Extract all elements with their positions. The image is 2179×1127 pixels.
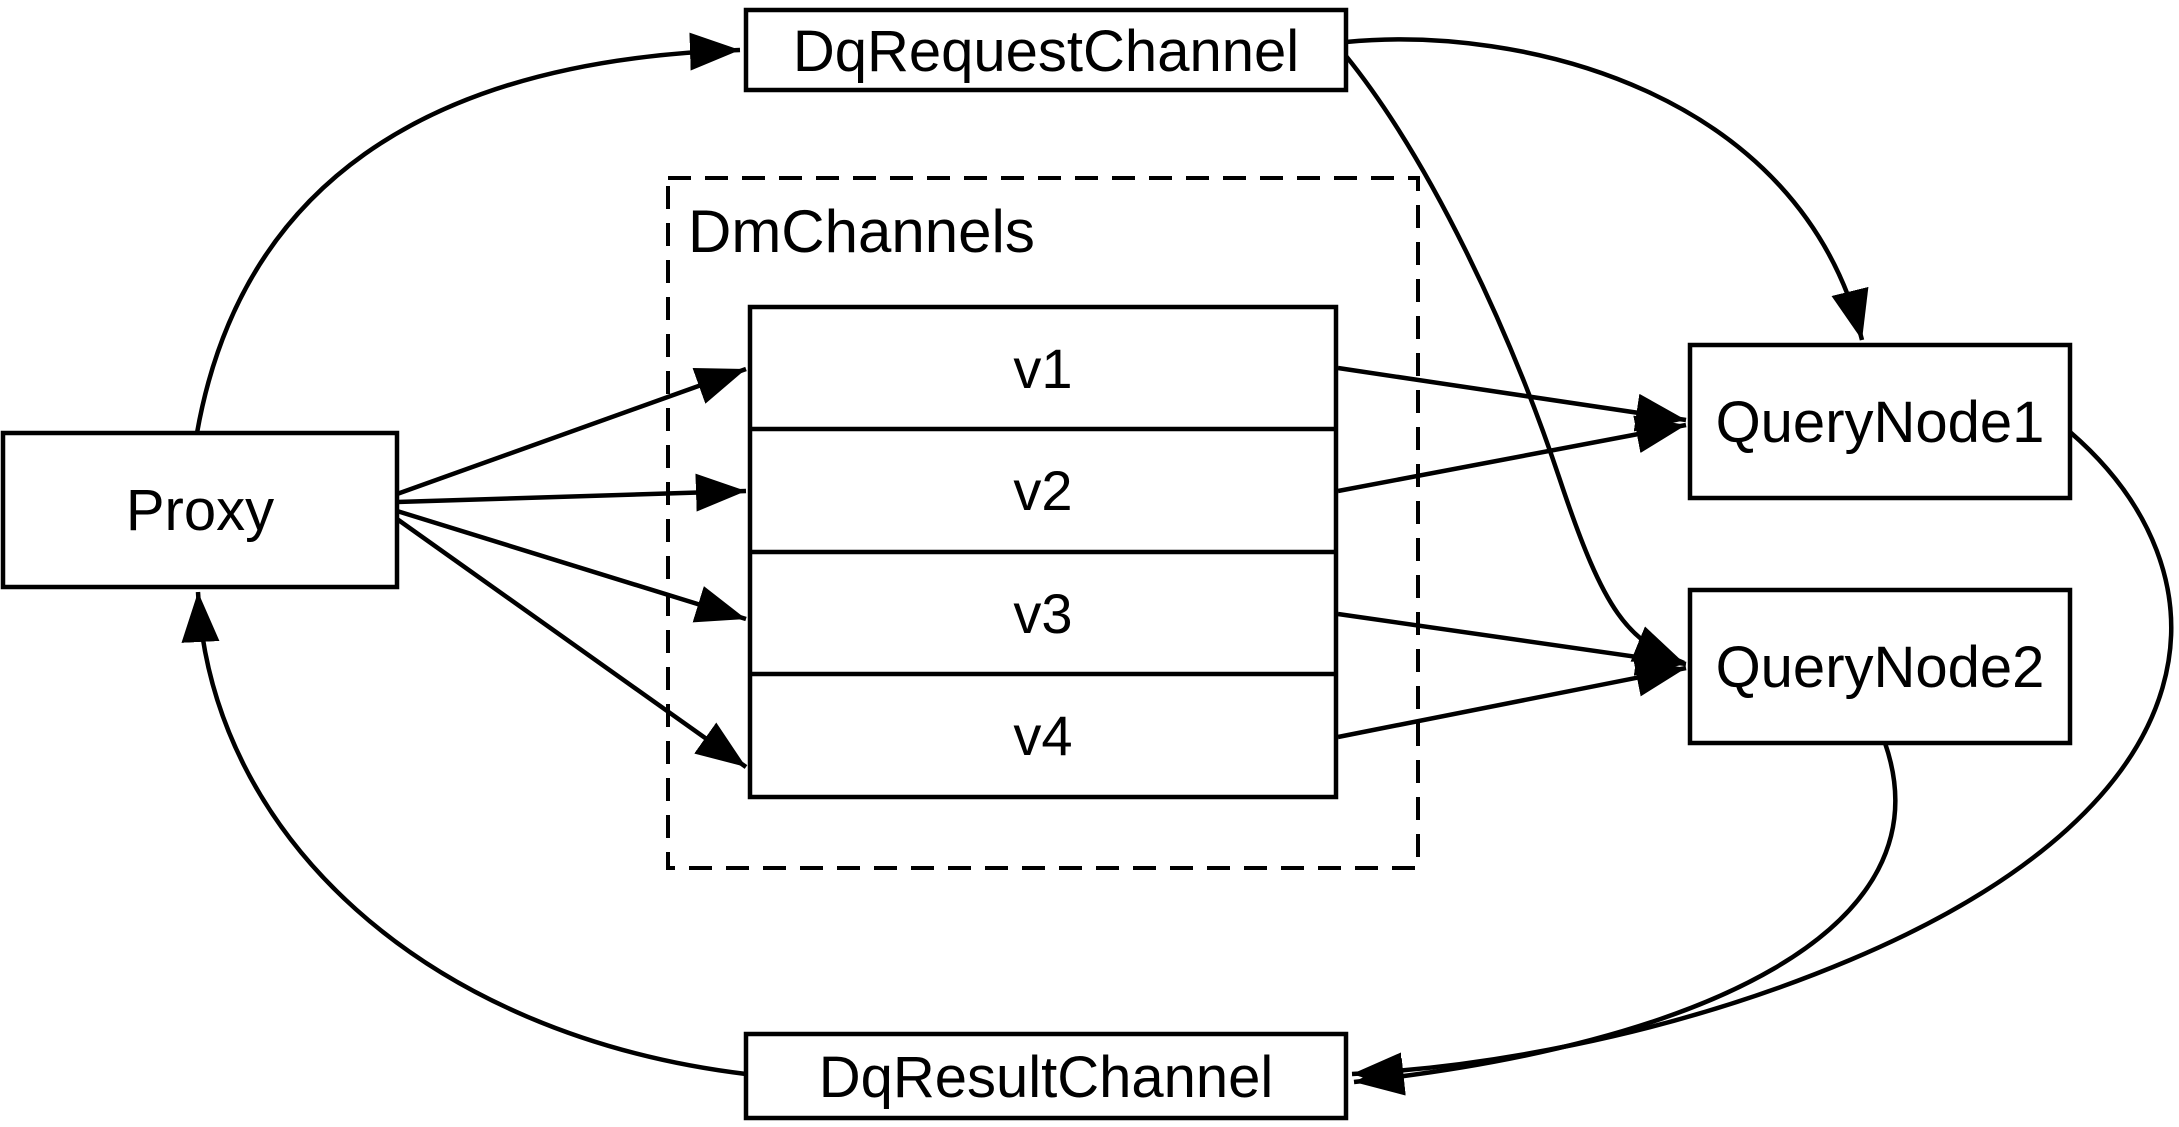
channel-v2-label: v2	[1013, 459, 1072, 522]
edge-proxy-to-v3	[396, 508, 747, 623]
edge-proxy-to-dqrequestchannel	[194, 32, 741, 434]
dmchannels-label: DmChannels	[688, 198, 1035, 265]
edge-v3-to-querynode2	[1337, 611, 1687, 676]
dqresultchannel-label: DqResultChannel	[819, 1045, 1274, 1110]
edge-dqrequestchannel-to-querynode1	[1345, 37, 1869, 341]
node-querynode2: QueryNode2	[1687, 587, 2073, 746]
querynode2-label: QueryNode2	[1716, 635, 2045, 700]
edge-dqrequestchannel-to-querynode2	[1344, 54, 1685, 666]
querynode1-label: QueryNode1	[1716, 390, 2045, 455]
proxy-box	[0, 430, 400, 590]
dqresultchannel-box	[743, 1031, 1349, 1121]
node-proxy: Proxy	[0, 430, 400, 590]
edge-querynode2-to-dqresultchannel	[1353, 742, 1898, 1096]
dmchannels-stack: v1 v2 v3 v4	[747, 304, 1339, 800]
node-dqresultchannel: DqResultChannel	[743, 1031, 1349, 1121]
dqrequestchannel-label: DqRequestChannel	[793, 19, 1299, 84]
edge-dqresultchannel-to-proxy	[181, 591, 747, 1077]
edge-v1-to-querynode1	[1337, 365, 1687, 432]
node-dqrequestchannel: DqRequestChannel	[743, 7, 1349, 93]
dqrequestchannel-box	[743, 7, 1349, 93]
edge-v4-to-querynode2	[1337, 659, 1687, 740]
proxy-label: Proxy	[126, 478, 274, 543]
channel-v4-label: v4	[1013, 704, 1072, 767]
edge-proxy-to-v4	[395, 517, 748, 769]
node-querynode1: QueryNode1	[1687, 342, 2073, 501]
querynode1-box	[1687, 342, 2073, 501]
dmchannels-container	[666, 176, 1420, 870]
channel-v1-label: v1	[1013, 337, 1072, 400]
edge-v2-to-querynode1	[1337, 415, 1687, 494]
edge-proxy-to-v1	[396, 366, 747, 497]
querynode2-box	[1687, 587, 2073, 746]
edge-proxy-to-v2	[396, 473, 747, 512]
channel-v3-label: v3	[1013, 582, 1072, 645]
edge-group	[181, 32, 2174, 1096]
